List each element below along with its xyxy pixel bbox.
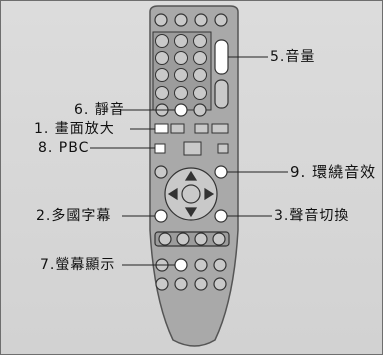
top-button-3: [194, 13, 208, 27]
pbc-row: [154, 141, 229, 156]
callout-volume: 5.音量: [270, 49, 316, 65]
up-arrow-icon: [184, 170, 198, 181]
left-arrow-icon: [167, 187, 178, 201]
zoom-button: [154, 123, 169, 134]
right-arrow-icon: [204, 187, 215, 201]
top-button-2: [174, 13, 188, 27]
surround-button: [214, 165, 228, 179]
leader-lines: [90, 56, 288, 266]
mute-button: [174, 103, 188, 117]
top-button-4: [214, 13, 228, 27]
callout-mute: 6. 靜音: [74, 102, 125, 118]
subtitle-button: [154, 209, 168, 223]
power-button: [154, 13, 168, 27]
callout-osd: 7.螢幕顯示: [40, 257, 116, 273]
lower-button-rows: [154, 231, 230, 291]
osd-button: [174, 258, 188, 272]
callout-surround: 9. 環繞音效: [290, 163, 377, 181]
callout-zoom: 1. 畫面放大: [34, 121, 115, 137]
callout-pbc: 8. PBC: [38, 140, 90, 156]
audio-button: [214, 209, 228, 223]
top-button-row: [154, 13, 228, 27]
pbc-button: [154, 143, 166, 154]
volume-lower-button: [214, 79, 229, 109]
number-keypad: [152, 31, 212, 111]
navigation-pad: [154, 165, 228, 223]
mute-button-right: [193, 103, 207, 117]
enter-button: [181, 184, 201, 204]
volume-button: [214, 39, 229, 75]
callout-audio: 3.聲音切換: [274, 208, 350, 224]
zoom-row: [154, 123, 229, 134]
down-arrow-icon: [184, 207, 198, 218]
callout-subtitle: 2.多國字幕: [36, 208, 112, 224]
